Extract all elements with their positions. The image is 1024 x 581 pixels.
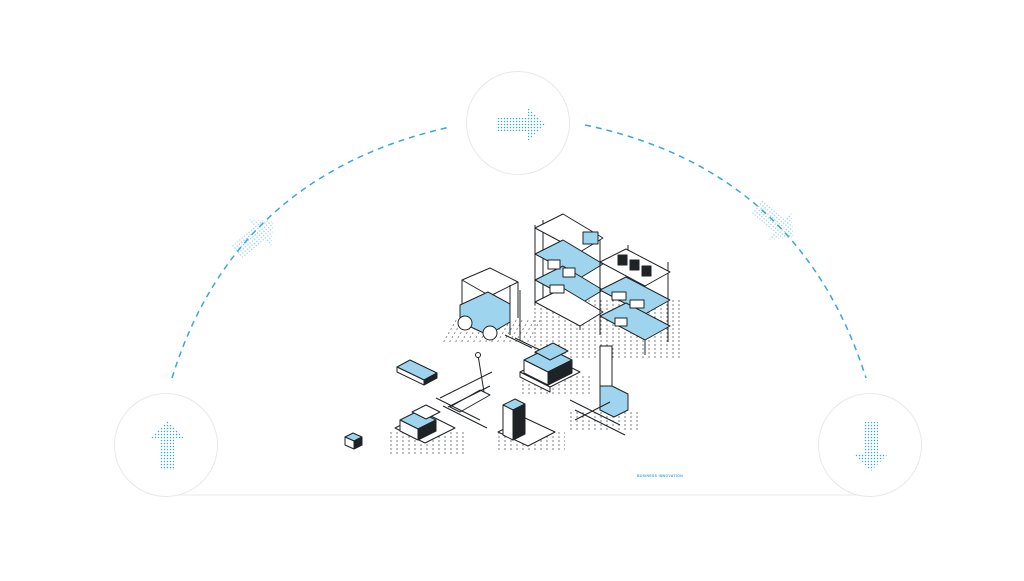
flat-box xyxy=(396,359,438,386)
arrow-up-icon xyxy=(150,421,184,470)
cycle-node-outbound xyxy=(818,393,922,497)
cycle-node-transfer xyxy=(466,71,570,175)
arrow-down-right-icon xyxy=(751,200,794,240)
brand-label: BUSINESS INNOVATION xyxy=(637,474,684,478)
storage-shelf xyxy=(599,245,671,355)
arrow-down-icon xyxy=(854,422,888,471)
pallet-stacker xyxy=(569,345,629,436)
warehouse-illustration xyxy=(344,213,680,455)
small-box xyxy=(344,432,363,450)
arrow-right-icon xyxy=(496,107,545,141)
pallet-jack xyxy=(435,352,493,429)
dashed-arc-left xyxy=(171,126,451,379)
arrow-up-right-icon xyxy=(231,219,274,259)
forklift xyxy=(457,267,541,351)
pallet-with-tall-box xyxy=(497,398,556,447)
pallet-with-boxes xyxy=(394,404,456,444)
cycle-node-inbound xyxy=(114,393,218,497)
pallet-with-boxes xyxy=(519,342,581,393)
